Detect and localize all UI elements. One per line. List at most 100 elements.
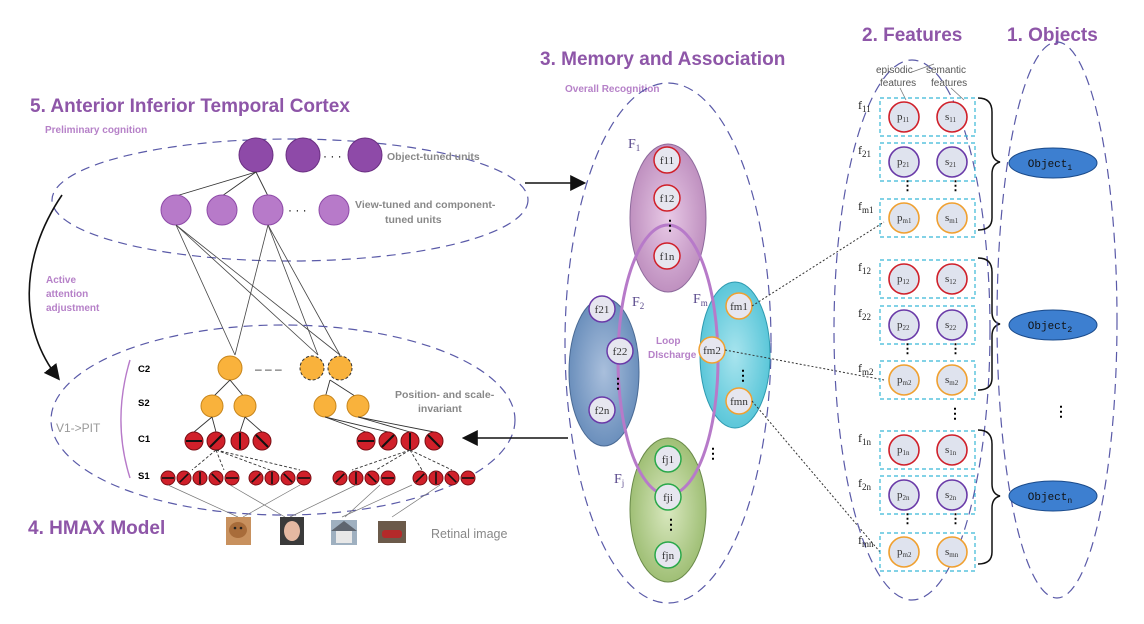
memory-groups-ellipsis: ⋮ <box>706 445 720 461</box>
episodic-feature-node <box>888 202 920 234</box>
invariant-label-2: invariant <box>418 403 462 415</box>
episodic-feature-node-label: p22 <box>897 319 910 332</box>
feature-vertical-ellipsis: ⋮ <box>949 341 962 356</box>
retinal-image-car <box>378 521 406 543</box>
objects-ellipsis: ⋮ <box>1054 403 1068 419</box>
c1-units <box>184 431 444 451</box>
feature-group-label: fm2 <box>858 361 874 377</box>
memory-title: 3. Memory and Association <box>540 49 785 70</box>
object-unit <box>347 137 383 173</box>
view-unit <box>252 194 284 226</box>
svg-text:fj1: fj1 <box>662 454 674 466</box>
semantic-feature-node-label: s12 <box>945 273 957 286</box>
svg-text:⋮: ⋮ <box>664 516 678 532</box>
s2-unit <box>313 394 337 418</box>
s1-unit <box>428 470 444 486</box>
s1-unit <box>348 470 364 486</box>
episodic-feature-node <box>888 101 920 133</box>
s1-unit <box>280 470 296 486</box>
c2-dash: – – – <box>255 362 282 376</box>
svg-text:f11: f11 <box>660 155 674 167</box>
semantic-header-2: features <box>931 78 967 89</box>
semantic-feature-node-label: s11 <box>945 111 957 124</box>
object-unit <box>285 137 321 173</box>
episodic-feature-node-label: p12 <box>897 273 910 286</box>
atc-subtitle: Preliminary cognition <box>45 125 147 136</box>
s2-unit <box>346 394 370 418</box>
s1-unit <box>364 470 380 486</box>
label-fj: Fj <box>614 472 624 488</box>
s1-unit <box>380 470 396 486</box>
feature-vertical-ellipsis: ⋮ <box>901 341 914 356</box>
view-unit <box>206 194 238 226</box>
episodic-feature-node-label: pm2 <box>897 374 912 387</box>
s1-unit <box>176 470 192 486</box>
s1-unit <box>248 470 264 486</box>
view-unit <box>318 194 350 226</box>
episodic-feature-node-label: pm1 <box>897 212 912 225</box>
semantic-feature-node <box>936 202 968 234</box>
loop-label-2: DIscharge <box>648 350 697 361</box>
svg-text:fm2: fm2 <box>703 345 721 357</box>
semantic-feature-node-label: s1n <box>945 444 957 457</box>
memory-subtitle: Overall Recognition <box>565 84 659 95</box>
objects-title: 1. Objects <box>1007 25 1098 46</box>
object-1: Object1 <box>1008 147 1098 179</box>
feature-vertical-ellipsis: ⋮ <box>901 178 914 193</box>
label-fm: Fm <box>693 292 708 308</box>
episodic-feature-node-label: p1n <box>897 444 910 457</box>
s1-unit <box>224 470 240 486</box>
semantic-feature-node <box>936 479 968 511</box>
attention-label-1: Active <box>46 275 76 286</box>
feature-group-label: f1n <box>858 431 872 447</box>
episodic-feature-node <box>888 479 920 511</box>
attention-label-3: adjustment <box>46 303 100 314</box>
feature-group-label: f2n <box>858 476 872 492</box>
object-units-ellipsis: · · · <box>323 149 342 163</box>
retinal-image-house <box>331 520 357 545</box>
svg-text:f1n: f1n <box>660 251 675 263</box>
layer-c2: C2 <box>138 364 150 375</box>
feature-row: f12 p12 s12 <box>858 259 976 299</box>
svg-text:Objectn: Objectn <box>1028 492 1073 506</box>
feature-vertical-ellipsis: ⋮ <box>901 511 914 526</box>
label-f2: F2 <box>632 295 644 311</box>
group-f1 <box>629 143 707 293</box>
semantic-feature-node <box>936 364 968 396</box>
s2-unit <box>200 394 224 418</box>
episodic-feature-node <box>888 434 920 466</box>
svg-text:f2n: f2n <box>595 405 610 417</box>
semantic-feature-node-label: sm2 <box>945 374 959 387</box>
features-title: 2. Features <box>862 25 962 46</box>
v1-pit-label: V1->PIT <box>56 421 101 435</box>
s1-unit <box>296 470 312 486</box>
episodic-feature-node-label: p2n <box>897 489 910 502</box>
c2-unit <box>217 355 243 381</box>
s1-unit <box>332 470 348 486</box>
loop-label-1: Loop <box>656 336 680 347</box>
svg-text:f21: f21 <box>595 304 610 316</box>
episodic-feature-node <box>888 263 920 295</box>
s2-links <box>211 379 359 399</box>
invariant-label-1: Position- and scale- <box>395 389 495 401</box>
s1-unit <box>444 470 460 486</box>
svg-text:fjn: fjn <box>662 550 675 562</box>
label-f1: F1 <box>628 137 640 153</box>
feature-group-label: f11 <box>858 98 871 114</box>
hmax-bracket <box>120 359 131 479</box>
s1-pool-links <box>191 449 453 471</box>
feature-group-label: f12 <box>858 260 871 276</box>
object-2: Object2 <box>1008 309 1098 341</box>
episodic-header-1: episodic <box>876 65 913 76</box>
feature-group-label: f21 <box>858 143 871 159</box>
svg-text:Object1: Object1 <box>1028 159 1073 173</box>
fj-nodes: fj1 fji ⋮ fjn <box>654 445 682 569</box>
episodic-feature-node-label: p11 <box>897 111 910 124</box>
svg-text:f22: f22 <box>613 346 628 358</box>
view-units-label-1: View-tuned and component- <box>355 199 496 211</box>
object-units-label: Object-tuned units <box>387 151 480 163</box>
retinal-image-cat <box>226 517 251 545</box>
